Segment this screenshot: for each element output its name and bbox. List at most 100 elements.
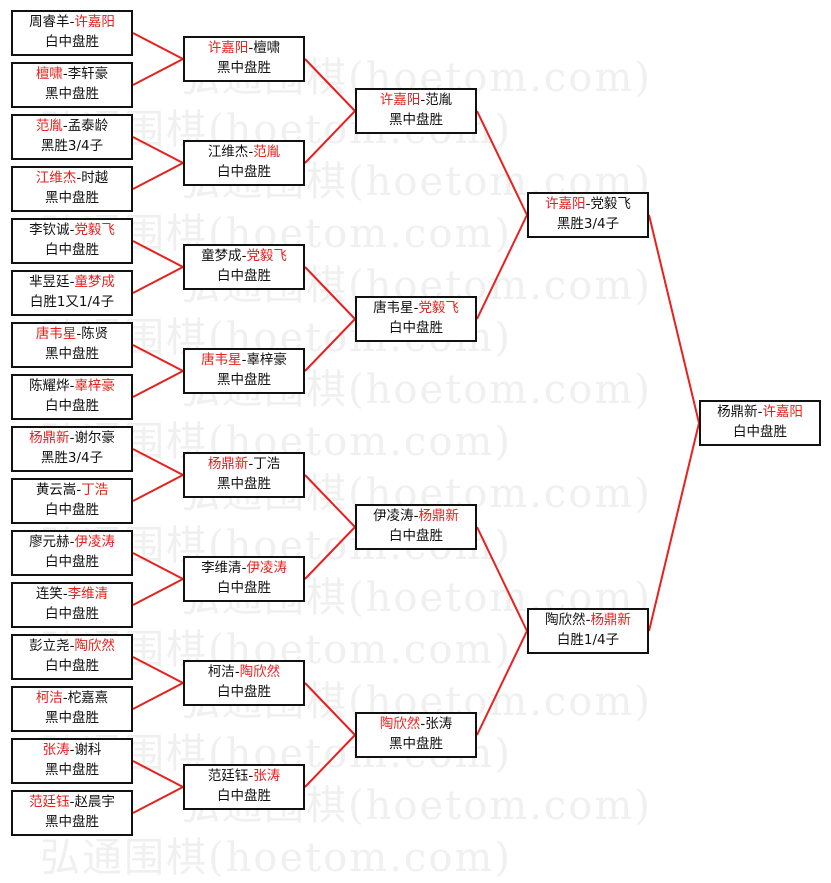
match-players: 陶欣然-张涛 <box>380 716 452 732</box>
match-box-round-4: 陶欣然-杨鼎新白胜1/4子 <box>527 608 649 654</box>
connector-line <box>476 110 528 216</box>
winner-name: 杨鼎新 <box>207 456 249 472</box>
winner-name: 檀啸 <box>35 66 63 82</box>
winner-name: 伊凌涛 <box>246 560 287 576</box>
match-result: 白中盘胜 <box>45 502 99 518</box>
separator: - <box>69 14 75 30</box>
match-players: 柯洁-柁嘉熹 <box>36 690 108 706</box>
loser-name: 孟泰龄 <box>67 118 109 134</box>
connector-line <box>304 58 356 112</box>
connector-line <box>648 422 700 632</box>
winner-name: 丁浩 <box>81 482 109 498</box>
match-players: 杨鼎新-谢尔豪 <box>29 430 115 446</box>
connector-line <box>132 760 184 788</box>
loser-name: 辜梓豪 <box>246 352 287 368</box>
loser-name: 黄云嵩 <box>35 482 77 498</box>
loser-name: 唐韦星 <box>373 300 414 316</box>
match-box-round-1: 柯洁-柁嘉熹黑中盘胜 <box>11 686 133 732</box>
match-box-round-1: 李钦诚-党毅飞白中盘胜 <box>11 218 133 264</box>
loser-name: 陈贤 <box>81 326 109 342</box>
match-box-round-3: 唐韦星-党毅飞白中盘胜 <box>355 296 477 342</box>
match-players: 黄云嵩-丁浩 <box>36 482 108 498</box>
connector-line <box>304 110 356 164</box>
match-result: 白中盘胜 <box>45 658 99 674</box>
winner-name: 伊凌涛 <box>74 534 115 550</box>
match-box-round-1: 陈耀烨-辜梓豪白中盘胜 <box>11 374 133 420</box>
connector-line <box>132 578 184 606</box>
match-result: 白中盘胜 <box>217 684 271 700</box>
match-result: 白中盘胜 <box>45 34 99 50</box>
match-box-round-1: 江维杰-时越黑中盘胜 <box>11 166 133 212</box>
match-players: 范廷钰-赵晨宇 <box>29 794 115 810</box>
separator: - <box>69 274 75 290</box>
winner-name: 范廷钰 <box>29 794 70 810</box>
winner-name: 张涛 <box>42 742 70 758</box>
separator: - <box>248 768 254 784</box>
connector-line <box>132 240 184 268</box>
separator: - <box>76 170 82 186</box>
match-result: 白胜1/4子 <box>556 632 620 648</box>
separator: - <box>241 560 247 576</box>
winner-name: 范胤 <box>253 144 281 160</box>
loser-name: 陶欣然 <box>545 612 586 628</box>
loser-name: 芈昱廷 <box>29 274 70 290</box>
match-box-round-3: 伊凌涛-杨鼎新白中盘胜 <box>355 504 477 550</box>
separator: - <box>241 352 247 368</box>
match-players: 唐韦星-党毅飞 <box>373 300 459 316</box>
match-box-round-2: 范廷钰-张涛白中盘胜 <box>183 764 305 810</box>
match-box-round-1: 檀啸-李轩豪黑中盘胜 <box>11 62 133 108</box>
loser-name: 李钦诚 <box>29 222 70 238</box>
winner-name: 童梦成 <box>74 274 115 290</box>
winner-name: 杨鼎新 <box>29 430 70 446</box>
winner-name: 唐韦星 <box>201 352 242 368</box>
match-players: 许嘉阳-范胤 <box>380 92 452 108</box>
loser-name: 檀啸 <box>253 40 281 56</box>
match-result: 黑中盘胜 <box>45 190 99 206</box>
match-result: 白中盘胜 <box>733 424 787 440</box>
connector-line <box>132 656 184 684</box>
match-box-round-1: 廖元赫-伊凌涛白中盘胜 <box>11 530 133 576</box>
separator: - <box>413 300 419 316</box>
separator: - <box>585 612 591 628</box>
separator: - <box>69 638 75 654</box>
match-players: 杨鼎新-丁浩 <box>208 456 280 472</box>
winner-name: 张涛 <box>253 768 281 784</box>
separator: - <box>420 716 426 732</box>
match-box-round-4: 许嘉阳-党毅飞黑胜3/4子 <box>527 192 649 238</box>
loser-name: 李轩豪 <box>67 66 109 82</box>
match-result: 黑中盘胜 <box>389 112 443 128</box>
match-result: 黑中盘胜 <box>217 372 271 388</box>
separator: - <box>248 144 254 160</box>
separator: - <box>69 222 75 238</box>
match-players: 陶欣然-杨鼎新 <box>545 612 631 628</box>
loser-name: 柯洁 <box>207 664 235 680</box>
connector-line <box>476 630 528 736</box>
separator: - <box>62 586 68 602</box>
loser-name: 廖元赫 <box>29 534 70 550</box>
match-result: 黑中盘胜 <box>217 60 271 76</box>
separator: - <box>69 742 75 758</box>
winner-name: 唐韦星 <box>35 326 77 342</box>
connector-line <box>132 136 184 164</box>
winner-name: 党毅飞 <box>418 300 459 316</box>
match-players: 连笑-李维清 <box>36 586 108 602</box>
loser-name: 李维清 <box>201 560 242 576</box>
winner-name: 陶欣然 <box>74 638 115 654</box>
match-result: 白中盘胜 <box>389 320 443 336</box>
match-box-round-1: 张涛-谢科黑中盘胜 <box>11 738 133 784</box>
connector-line <box>476 214 528 320</box>
match-players: 廖元赫-伊凌涛 <box>29 534 115 550</box>
match-box-round-5: 杨鼎新-许嘉阳白中盘胜 <box>699 400 821 446</box>
separator: - <box>241 248 247 264</box>
connector-line <box>132 786 184 814</box>
match-box-round-1: 周睿羊-许嘉阳白中盘胜 <box>11 10 133 56</box>
match-box-round-2: 江维杰-范胤白中盘胜 <box>183 140 305 186</box>
separator: - <box>76 326 82 342</box>
match-box-round-2: 许嘉阳-檀啸黑中盘胜 <box>183 36 305 82</box>
loser-name: 连笑 <box>35 586 63 602</box>
separator: - <box>420 92 426 108</box>
winner-name: 柯洁 <box>35 690 63 706</box>
loser-name: 时越 <box>81 170 109 186</box>
match-players: 芈昱廷-童梦成 <box>29 274 115 290</box>
connector-line <box>132 682 184 710</box>
